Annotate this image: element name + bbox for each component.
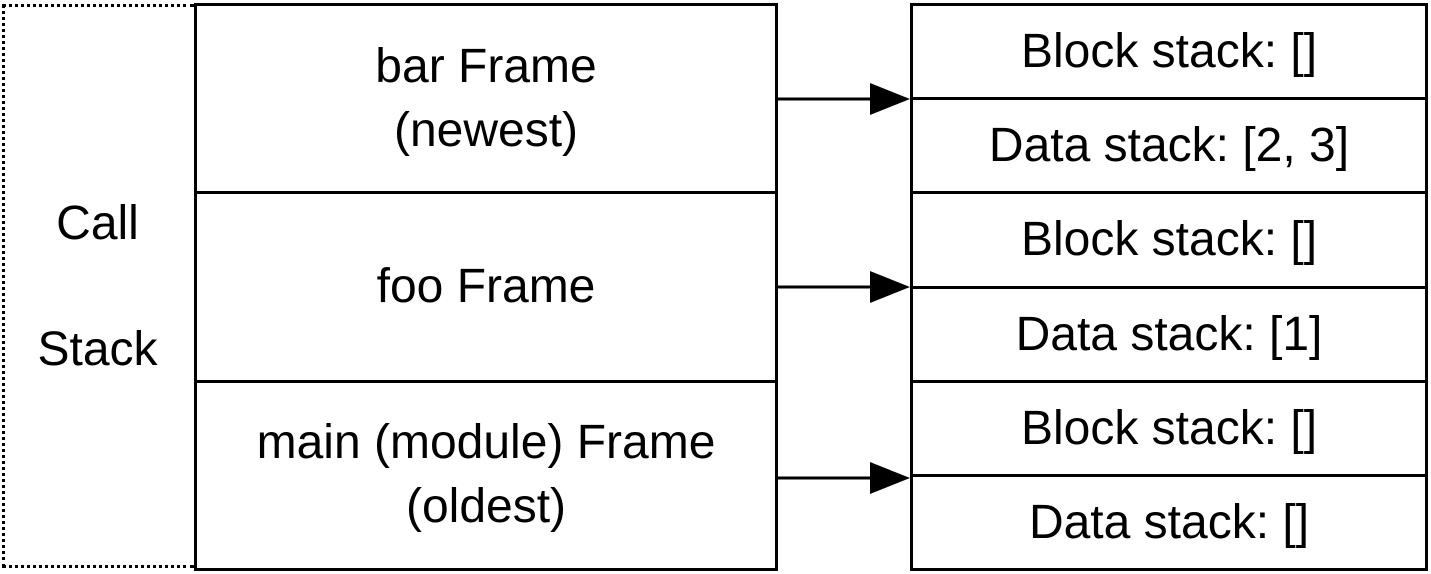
main-data-stack: Data stack: []: [913, 473, 1425, 568]
bar-block-stack: Block stack: []: [1020, 25, 1318, 79]
call-stack-outline: [2, 4, 194, 568]
arrow-main-to-stacks: [778, 462, 910, 494]
arrow-foo-to-stacks: [778, 271, 910, 303]
arrow-bar-to-stacks: [778, 83, 910, 115]
frame-main-note: (oldest): [405, 480, 567, 534]
stacks-column: Block stack: [] Data stack: [2, 3] Block…: [910, 3, 1428, 571]
call-stack-label-line2: Stack: [37, 323, 158, 376]
frame-foo-name: foo Frame: [376, 259, 596, 313]
frame-bar-note: (newest): [393, 103, 579, 157]
frame-main-name: main (module) Frame: [256, 416, 716, 470]
foo-data-stack: Data stack: [1]: [913, 285, 1425, 380]
frame-bar: bar Frame (newest): [197, 6, 775, 191]
frame-bar-name: bar Frame: [375, 39, 597, 93]
frames-column: bar Frame (newest) foo Frame main (modul…: [194, 3, 778, 571]
main-block-stack: Block stack: []: [913, 379, 1425, 474]
call-stack-label-line1: Call: [56, 197, 139, 250]
frame-foo: foo Frame: [197, 191, 775, 379]
bar-data-stack: Data stack: [2, 3]: [913, 97, 1425, 191]
foo-block-stack: Block stack: []: [913, 191, 1425, 285]
frame-main: main (module) Frame (oldest): [197, 379, 775, 568]
